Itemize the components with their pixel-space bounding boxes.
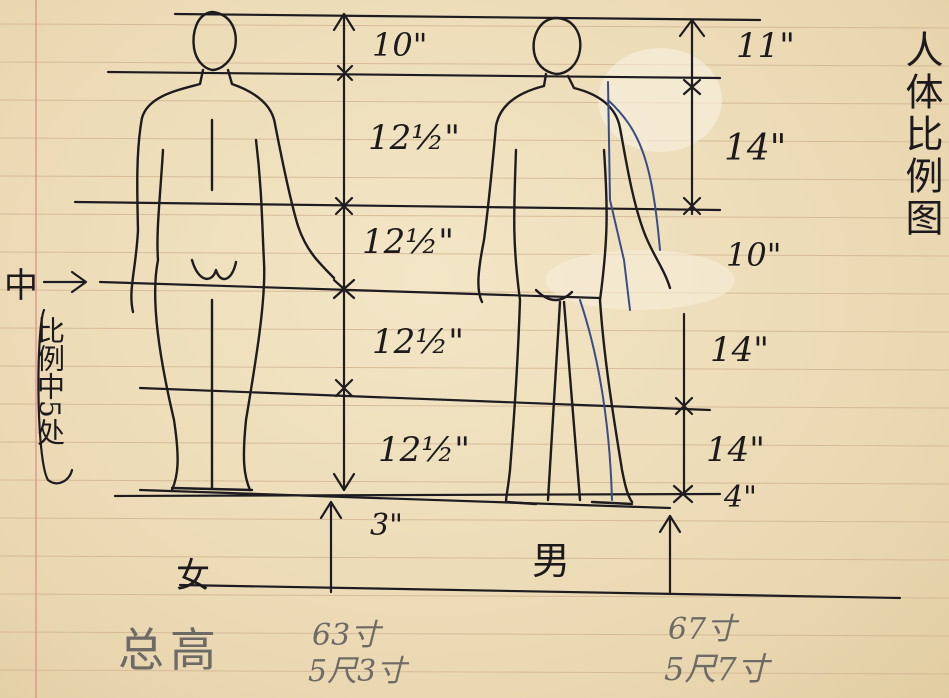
female-label: 女: [176, 548, 210, 597]
female-figure: [131, 12, 334, 490]
female-segment-5: 12½": [378, 430, 470, 470]
page-title: 人体比例图: [904, 30, 944, 240]
male-segment-4: 14": [710, 330, 769, 370]
female-segment-2: 12½": [368, 118, 460, 158]
stain: [598, 48, 722, 152]
total-height-label: 总高: [118, 614, 222, 680]
male-height-ft: 5尺7寸: [664, 644, 769, 690]
male-segment-3: 10": [726, 236, 781, 274]
male-height-cun: 67寸: [668, 604, 736, 648]
female-segment-1: 10": [372, 26, 427, 64]
male-segment-6: 4": [724, 480, 757, 515]
male-label: 男: [532, 530, 570, 585]
female-segment-4: 12½": [372, 322, 464, 362]
male-segment-2: 14": [724, 128, 786, 169]
female-scale: [321, 14, 354, 592]
female-height-ft: 5尺3寸: [308, 646, 406, 690]
female-segment-3: 12½": [362, 222, 454, 262]
center-side-note: 比例中5处: [32, 316, 66, 446]
male-segment-1: 11": [736, 26, 795, 66]
male-segment-5: 14": [706, 430, 765, 470]
stain: [545, 250, 735, 310]
female-foot-label: 3": [370, 508, 403, 543]
center-arrow-label: 中: [4, 258, 38, 307]
